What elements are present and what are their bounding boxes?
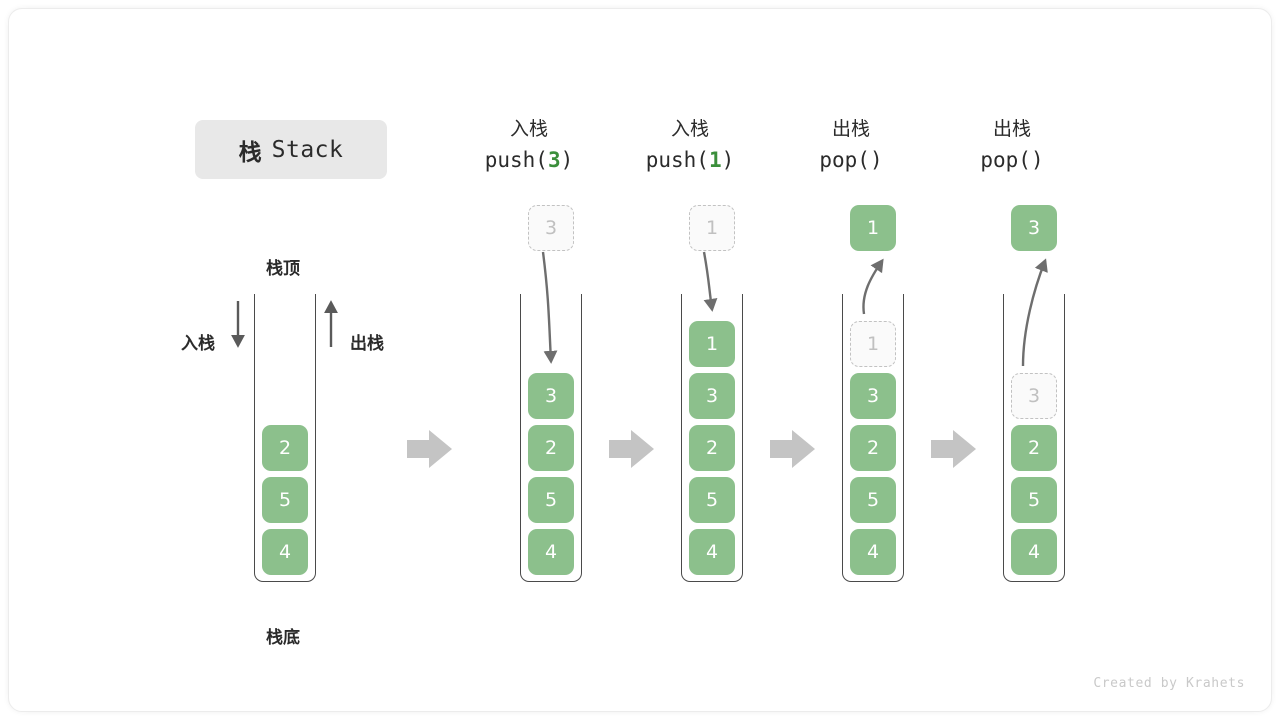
stack-cell: 4 bbox=[262, 529, 308, 575]
title-latin: Stack bbox=[271, 136, 344, 163]
stack-cell: 5 bbox=[262, 477, 308, 523]
stack-cell: 3 bbox=[528, 373, 574, 419]
stack-container-pop-1 bbox=[842, 294, 904, 582]
stack-cell: 4 bbox=[1011, 529, 1057, 575]
diagram-canvas: 栈 Stack 栈顶 栈底 入栈 出栈 入栈 push(3) 入栈 push(1… bbox=[8, 8, 1272, 712]
stack-cell: 3 bbox=[1011, 373, 1057, 419]
stack-cell: 2 bbox=[689, 425, 735, 471]
diagram-title: 栈 Stack bbox=[195, 120, 387, 179]
column-op-label: 入栈 bbox=[509, 118, 548, 140]
floating-cell: 1 bbox=[689, 205, 735, 251]
fn-prefix: pop( bbox=[819, 148, 870, 172]
column-header-pop-1: 出栈 pop() bbox=[766, 114, 936, 176]
column-fn-label: pop() bbox=[927, 144, 1097, 176]
stack-cell: 1 bbox=[850, 321, 896, 367]
stack-cell: 4 bbox=[850, 529, 896, 575]
stack-container-pop-3 bbox=[1003, 294, 1065, 582]
stack-bottom-label: 栈底 bbox=[266, 628, 300, 648]
stack-cell: 3 bbox=[689, 373, 735, 419]
floating-cell: 1 bbox=[850, 205, 896, 251]
footer-credit: Created by Krahets bbox=[1093, 676, 1245, 691]
flow-arrow bbox=[770, 430, 815, 468]
stack-top-label: 栈顶 bbox=[266, 259, 300, 279]
stack-cell: 1 bbox=[689, 321, 735, 367]
column-fn-label: push(3) bbox=[444, 144, 614, 176]
stack-container-push-3 bbox=[520, 294, 582, 582]
flow-arrow bbox=[407, 430, 452, 468]
floating-cell: 3 bbox=[528, 205, 574, 251]
stack-cell: 4 bbox=[689, 529, 735, 575]
column-fn-label: push(1) bbox=[605, 144, 775, 176]
pop-direction-label: 出栈 bbox=[350, 334, 384, 354]
stack-cell: 2 bbox=[1011, 425, 1057, 471]
stack-cell: 4 bbox=[528, 529, 574, 575]
stack-cell: 5 bbox=[689, 477, 735, 523]
column-op-label: 出栈 bbox=[992, 118, 1031, 140]
stack-cell: 2 bbox=[850, 425, 896, 471]
fn-arg: 1 bbox=[708, 148, 722, 172]
fn-suffix: ) bbox=[721, 148, 735, 172]
fn-arg: 3 bbox=[547, 148, 561, 172]
flow-arrow bbox=[931, 430, 976, 468]
fn-suffix: ) bbox=[869, 148, 883, 172]
stack-cell: 2 bbox=[528, 425, 574, 471]
column-header-pop-3: 出栈 pop() bbox=[927, 114, 1097, 176]
stack-container-push-1 bbox=[681, 294, 743, 582]
stack-cell: 3 bbox=[850, 373, 896, 419]
fn-suffix: ) bbox=[560, 148, 574, 172]
stack-cell: 5 bbox=[850, 477, 896, 523]
fn-prefix: push( bbox=[645, 148, 709, 172]
column-header-push-3: 入栈 push(3) bbox=[444, 114, 614, 176]
floating-cell: 3 bbox=[1011, 205, 1057, 251]
stack-container-initial bbox=[254, 294, 316, 582]
push-direction-label: 入栈 bbox=[181, 334, 215, 354]
column-op-label: 入栈 bbox=[670, 118, 709, 140]
fn-suffix: ) bbox=[1030, 148, 1044, 172]
fn-prefix: push( bbox=[484, 148, 548, 172]
column-fn-label: pop() bbox=[766, 144, 936, 176]
flow-arrow bbox=[609, 430, 654, 468]
fn-prefix: pop( bbox=[980, 148, 1031, 172]
title-cjk: 栈 bbox=[238, 139, 262, 166]
stack-cell: 5 bbox=[528, 477, 574, 523]
stack-cell: 5 bbox=[1011, 477, 1057, 523]
column-op-label: 出栈 bbox=[831, 118, 870, 140]
stack-cell: 2 bbox=[262, 425, 308, 471]
column-header-push-1: 入栈 push(1) bbox=[605, 114, 775, 176]
